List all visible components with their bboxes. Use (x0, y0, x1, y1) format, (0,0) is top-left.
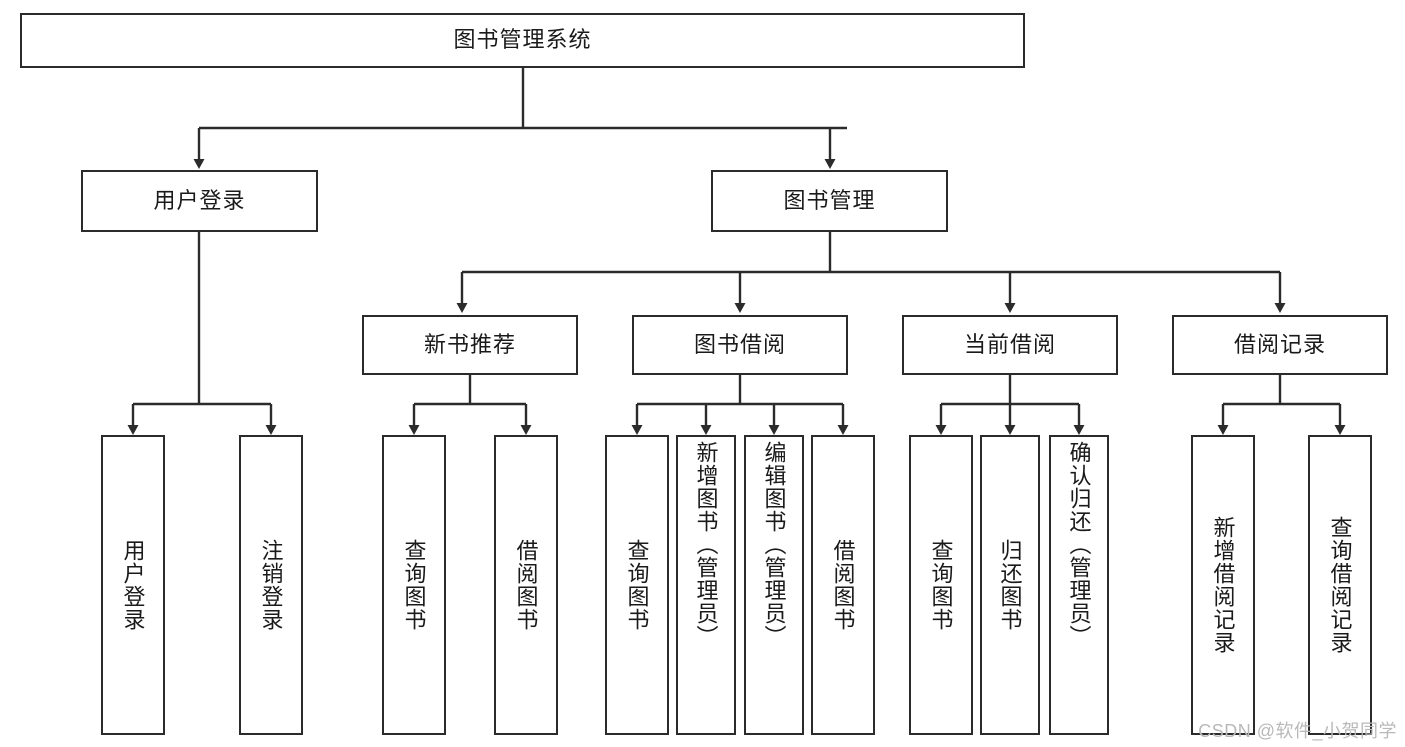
node-leaf-logout[interactable]: 注销登录 (239, 435, 303, 735)
node-leaf-borrow-book-1-label: 借阅图书 (513, 539, 539, 631)
node-leaf-return-book-label: 归还图书 (997, 539, 1023, 631)
node-borrow-record[interactable]: 借阅记录 (1172, 315, 1388, 375)
node-leaf-logout-label: 注销登录 (258, 539, 284, 631)
node-book-borrow-label: 图书借阅 (693, 331, 786, 357)
node-leaf-user-login-label: 用户登录 (120, 539, 146, 631)
node-book-borrow[interactable]: 图书借阅 (632, 315, 848, 375)
node-current-borrow[interactable]: 当前借阅 (902, 315, 1118, 375)
node-user-login-label: 用户登录 (153, 187, 246, 213)
node-leaf-borrow-book-1[interactable]: 借阅图书 (494, 435, 558, 735)
node-root[interactable]: 图书管理系统 (20, 13, 1025, 68)
node-leaf-query-book-1[interactable]: 查询图书 (382, 435, 446, 735)
node-leaf-add-book-label: 新增图书（管理员） (693, 441, 719, 648)
node-leaf-edit-book-label: 编辑图书（管理员） (761, 441, 787, 648)
node-leaf-borrow-book-2-label: 借阅图书 (830, 539, 856, 631)
node-leaf-edit-book[interactable]: 编辑图书（管理员） (744, 435, 804, 735)
node-leaf-add-book[interactable]: 新增图书（管理员） (676, 435, 736, 735)
node-book-manage[interactable]: 图书管理 (711, 170, 948, 232)
node-leaf-query-book-1-label: 查询图书 (401, 539, 427, 631)
node-leaf-add-record-label: 新增借阅记录 (1210, 516, 1236, 654)
node-leaf-borrow-book-2[interactable]: 借阅图书 (811, 435, 875, 735)
node-leaf-return-book[interactable]: 归还图书 (980, 435, 1040, 735)
node-leaf-confirm-return-label: 确认归还（管理员） (1066, 441, 1092, 648)
node-leaf-add-record[interactable]: 新增借阅记录 (1191, 435, 1255, 735)
node-leaf-query-book-2[interactable]: 查询图书 (605, 435, 669, 735)
csdn-watermark: CSDN @软件_小贺同学 (1198, 721, 1397, 741)
node-root-label: 图书管理系统 (453, 27, 592, 53)
node-new-book-recommend[interactable]: 新书推荐 (362, 315, 578, 375)
node-leaf-query-record-label: 查询借阅记录 (1327, 516, 1353, 654)
node-leaf-query-book-2-label: 查询图书 (624, 539, 650, 631)
node-borrow-record-label: 借阅记录 (1233, 331, 1326, 357)
node-current-borrow-label: 当前借阅 (963, 331, 1056, 357)
node-new-book-recommend-label: 新书推荐 (423, 331, 516, 357)
node-book-manage-label: 图书管理 (783, 187, 876, 213)
node-leaf-query-book-3[interactable]: 查询图书 (909, 435, 973, 735)
node-leaf-user-login[interactable]: 用户登录 (101, 435, 165, 735)
node-user-login[interactable]: 用户登录 (81, 170, 318, 232)
node-leaf-confirm-return[interactable]: 确认归还（管理员） (1049, 435, 1109, 735)
node-leaf-query-book-3-label: 查询图书 (928, 539, 954, 631)
node-leaf-query-record[interactable]: 查询借阅记录 (1308, 435, 1372, 735)
